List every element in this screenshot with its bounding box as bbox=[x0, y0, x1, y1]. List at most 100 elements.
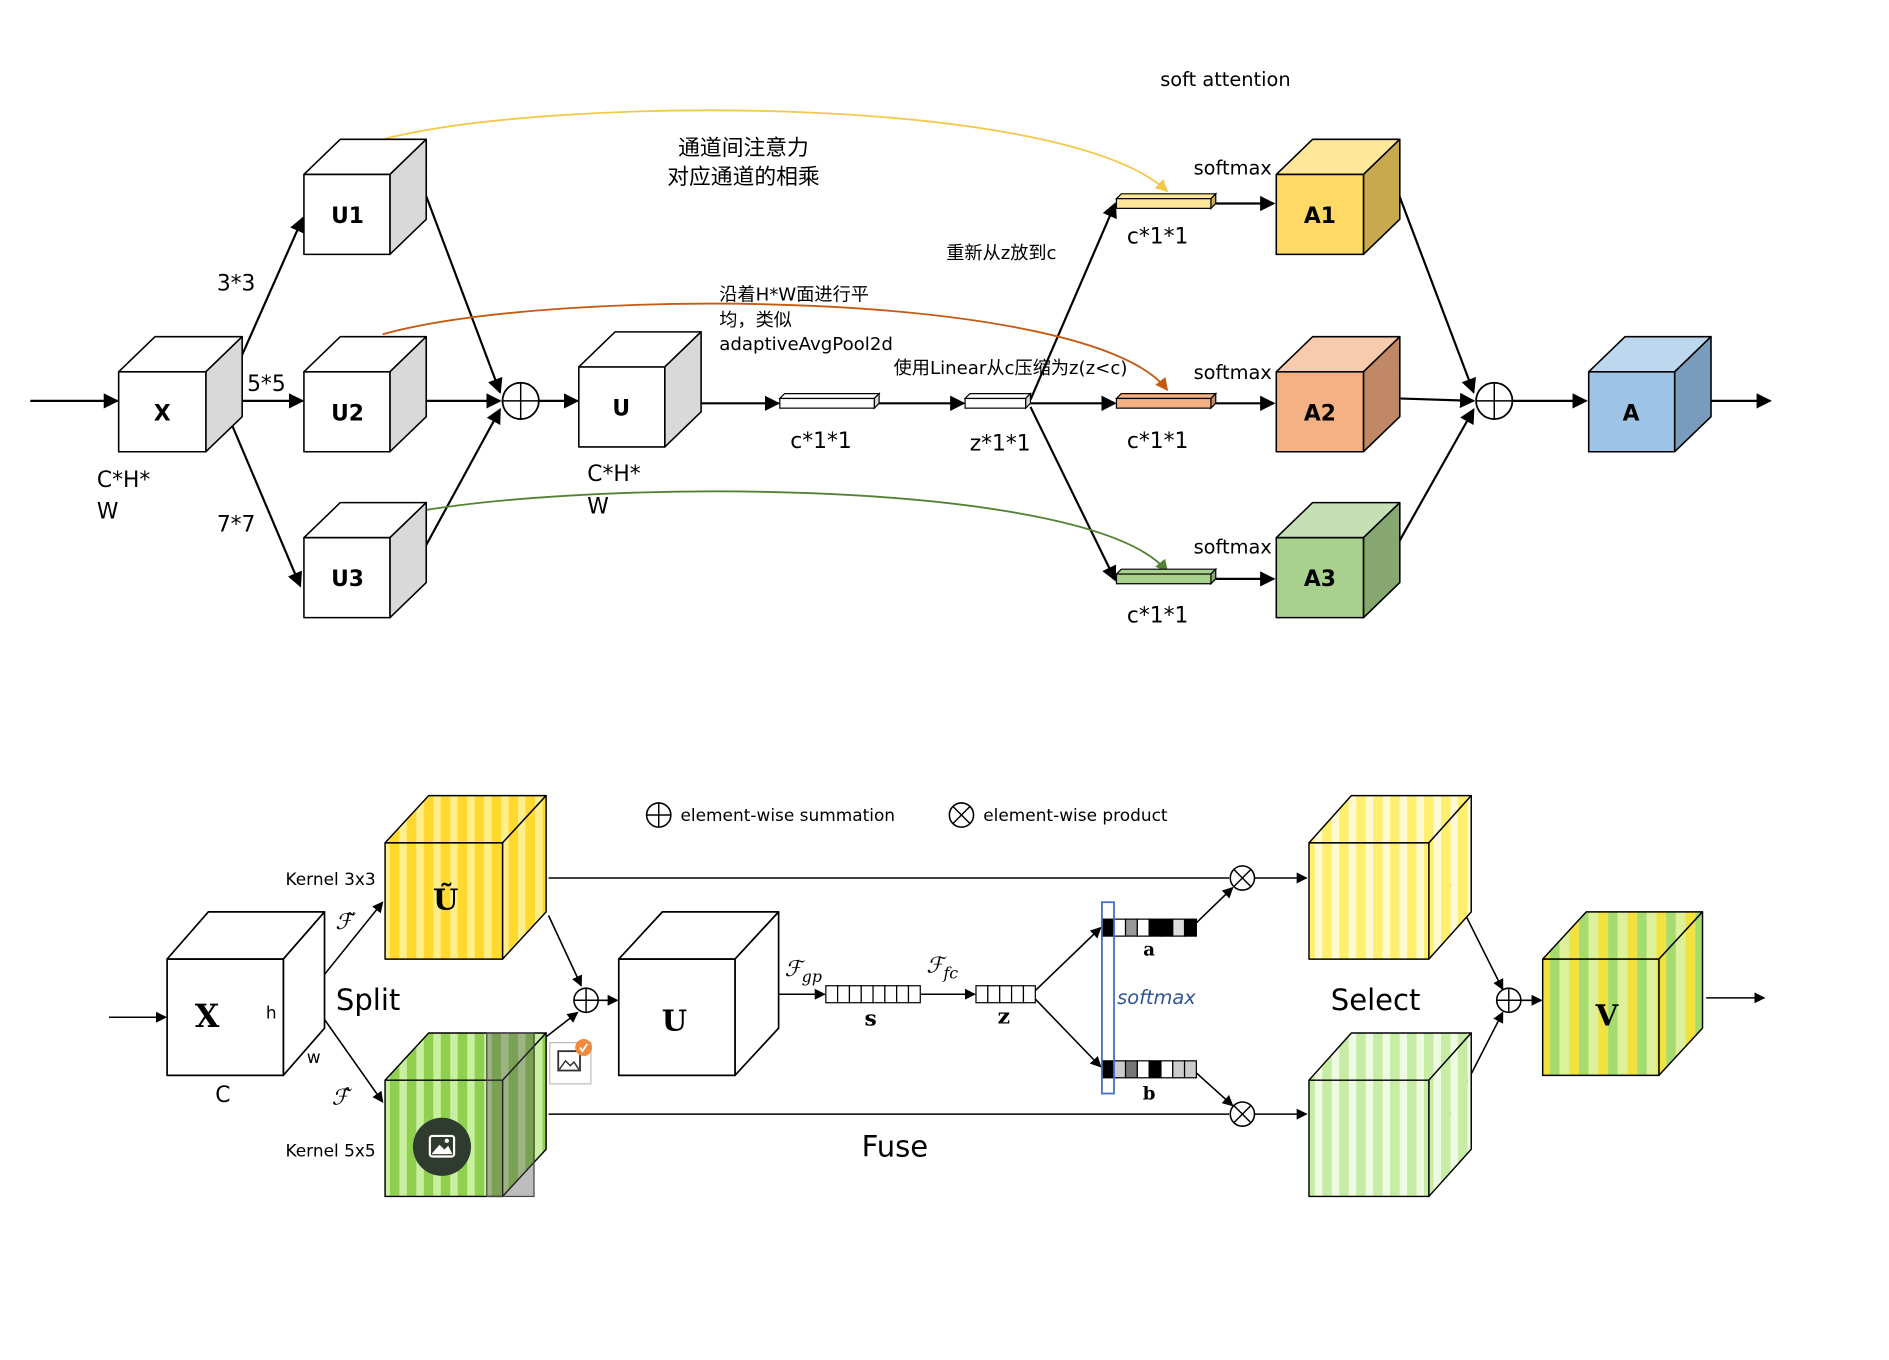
legend-product-label: element-wise product bbox=[983, 805, 1168, 825]
arrow-fc-to-c1 bbox=[1029, 202, 1117, 401]
f-fc-subscript: fc bbox=[942, 963, 958, 982]
product-node-2 bbox=[1229, 1101, 1256, 1128]
bottom-ops bbox=[573, 865, 1522, 1128]
u-cube-label: U bbox=[662, 1004, 687, 1038]
softmax-bracket bbox=[1101, 901, 1115, 1095]
cube-a1-front-face bbox=[1275, 173, 1365, 256]
fc-vector-bar-front-face bbox=[964, 397, 1027, 409]
z-vector-cell bbox=[1010, 985, 1025, 1004]
z-vector-cell bbox=[1022, 985, 1036, 1004]
x-c-label: C bbox=[215, 1083, 230, 1108]
b-vector-cell bbox=[1183, 1060, 1197, 1079]
cube-a-front-face bbox=[1587, 371, 1676, 453]
a-vector-cell bbox=[1113, 918, 1127, 937]
linear-note: 使用Linear从c压缩为z(z<c) bbox=[894, 358, 1128, 379]
a-vector-cell bbox=[1183, 918, 1197, 937]
b-vector-label: b bbox=[1143, 1084, 1156, 1105]
bottom-sum-node-2 bbox=[1495, 987, 1522, 1014]
cube-bottom-u bbox=[617, 911, 780, 1077]
c-vector-bar-3 bbox=[1114, 567, 1218, 586]
restore-note: 重新从z放到c bbox=[946, 243, 1056, 264]
f-gp-subscript: gp bbox=[802, 967, 822, 986]
node-a-label: A bbox=[1623, 401, 1640, 426]
f-tilde-label: ℱ̃ bbox=[335, 910, 356, 935]
image-placeholder-icon[interactable] bbox=[549, 1039, 593, 1085]
cube-select-1-front-face bbox=[1308, 842, 1430, 960]
pool-vector-bar-front-face bbox=[779, 397, 875, 409]
arrow-a-to-product bbox=[1195, 886, 1234, 924]
top-labels: soft attention 通道间注意力 对应通道的相乘 softmax so… bbox=[97, 68, 1640, 628]
cube-a2 bbox=[1275, 335, 1401, 453]
cube-u-front-face bbox=[578, 366, 666, 448]
kernel-5x5-label: Kernel 5x5 bbox=[285, 1140, 375, 1160]
z-vector-cell bbox=[999, 985, 1013, 1004]
b-vector bbox=[1101, 1060, 1197, 1079]
cube-bottom-u-front-face bbox=[617, 958, 736, 1077]
b-vector-cell bbox=[1148, 1060, 1162, 1079]
softmax-label-2: softmax bbox=[1194, 361, 1272, 384]
a-vector-label: a bbox=[1143, 939, 1155, 960]
c-vector-bar-1 bbox=[1114, 192, 1218, 210]
c-vector-bar-1-top-face bbox=[1114, 193, 1218, 200]
bottom-labels: Kernel 3x3 Kernel 5x5 ℱ̃ ℱ̂ Split X h w … bbox=[195, 869, 1619, 1163]
s-vector-cell bbox=[872, 985, 886, 1004]
arrow-a3-to-sum bbox=[1397, 408, 1475, 544]
f-fc-symbol: ℱ bbox=[926, 953, 947, 978]
curve-u2-to-c2 bbox=[382, 302, 1169, 391]
u-tilde-label: Ũ bbox=[433, 880, 458, 916]
cube-select-2-front-face bbox=[1308, 1079, 1430, 1198]
x-w-label: w bbox=[307, 1047, 321, 1067]
f-fc-label: ℱfc bbox=[926, 953, 958, 982]
bottom-vector-bars bbox=[825, 918, 1197, 1079]
bottom-connectors bbox=[108, 872, 1766, 1120]
cube-u-tilde bbox=[384, 794, 547, 960]
pool-note-line1: 沿着H*W面进行平 bbox=[719, 284, 869, 305]
kernel-label-7x7: 7*7 bbox=[217, 513, 256, 538]
top-sum-nodes bbox=[501, 381, 1514, 420]
arrow-fc-to-c3 bbox=[1029, 406, 1117, 582]
s-vector-cell bbox=[896, 985, 910, 1004]
s-vector-cell bbox=[825, 985, 839, 1004]
kernel-3x3-label: Kernel 3x3 bbox=[285, 869, 375, 889]
legend: element-wise summation element-wise prod… bbox=[645, 802, 1168, 828]
u-dim-line1: C*H* bbox=[587, 462, 640, 487]
v-cube-label: V bbox=[1595, 999, 1619, 1033]
cube-u3 bbox=[303, 501, 428, 619]
curve-u3-to-c3 bbox=[382, 490, 1169, 573]
c-dim-label-3: c*1*1 bbox=[1127, 603, 1188, 628]
c-dim-label-pool: c*1*1 bbox=[790, 429, 851, 454]
c-dim-label-2: c*1*1 bbox=[1127, 429, 1188, 454]
kernel-label-5x5: 5*5 bbox=[247, 372, 286, 397]
f-hat-label: ℱ̂ bbox=[332, 1085, 353, 1110]
cube-bottom-x-front-face bbox=[166, 958, 285, 1077]
a-vector bbox=[1101, 918, 1197, 937]
cube-x bbox=[117, 335, 243, 453]
sum-legend-icon bbox=[645, 802, 672, 828]
x-h-label: h bbox=[266, 1002, 277, 1022]
node-u2-label: U2 bbox=[331, 401, 364, 426]
c-dim-label-1: c*1*1 bbox=[1127, 224, 1188, 249]
z-vector-cell bbox=[987, 985, 1001, 1004]
cube-bottom-x bbox=[166, 911, 326, 1077]
attention-curves bbox=[382, 109, 1169, 573]
sum-node-2 bbox=[1475, 381, 1514, 420]
pool-vector-bar bbox=[778, 392, 881, 410]
cube-u bbox=[578, 331, 702, 448]
pool-note-line3: adaptiveAvgPool2d bbox=[719, 334, 893, 355]
cube-a2-front-face bbox=[1275, 371, 1365, 453]
node-a1-label: A1 bbox=[1304, 204, 1336, 229]
cube-u3-front-face bbox=[303, 536, 391, 619]
s-vector-label: s bbox=[865, 1007, 877, 1032]
a-vector-cell bbox=[1172, 918, 1186, 937]
product-legend-icon bbox=[948, 802, 975, 828]
s-vector-cell bbox=[860, 985, 874, 1004]
b-vector-cell bbox=[1101, 1060, 1115, 1079]
cube-select-2 bbox=[1308, 1032, 1472, 1198]
top-cubes bbox=[117, 138, 1712, 619]
c-vector-bar-2-top-face bbox=[1114, 393, 1218, 400]
cube-u2 bbox=[303, 335, 428, 453]
c-vector-bar-2 bbox=[1114, 392, 1218, 410]
arrow-z-to-b bbox=[1034, 998, 1102, 1068]
b-vector-cell bbox=[1113, 1060, 1127, 1079]
